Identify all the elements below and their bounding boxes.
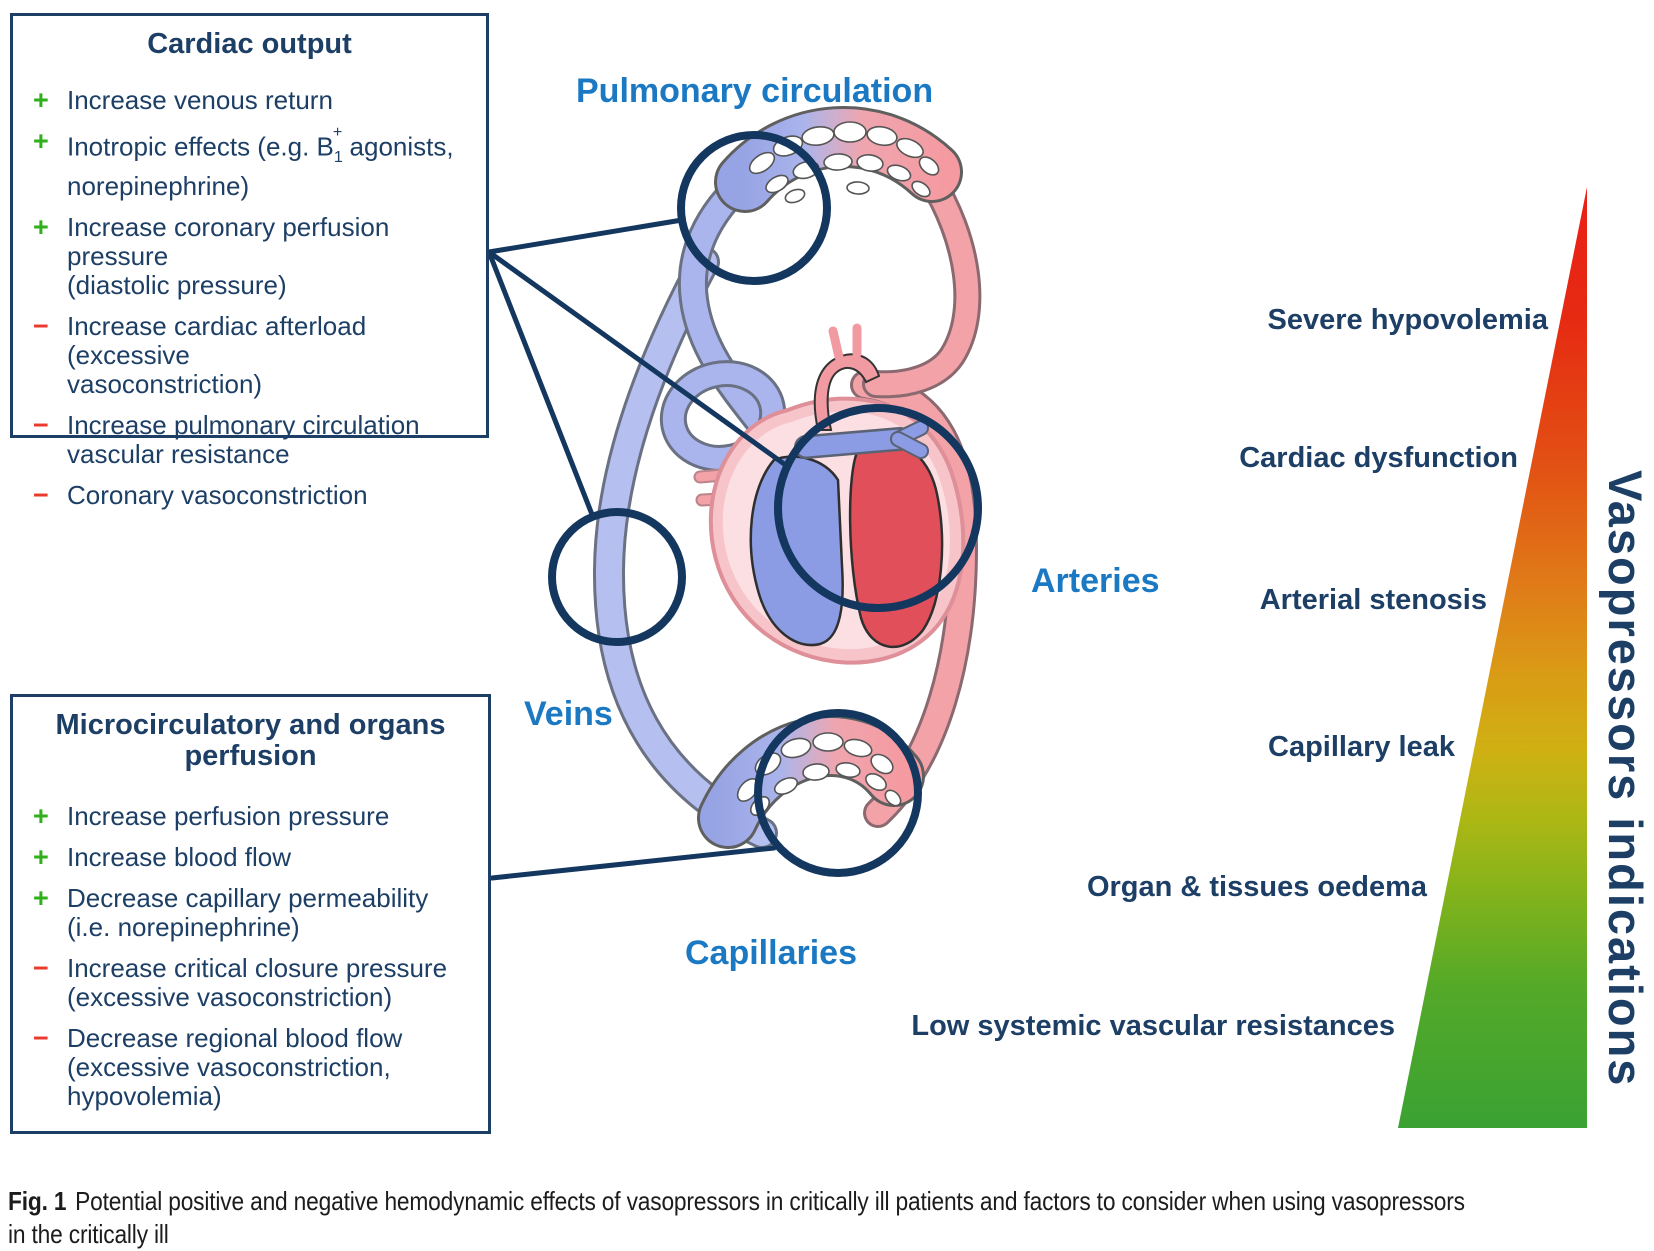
list-item: − Increase pulmonary circulation vascula… (13, 409, 486, 469)
list-item: + Increase perfusion pressure (13, 802, 488, 831)
capillaries-highlight-circle (754, 709, 922, 877)
item-text-part: Inotropic effects (e.g. B (67, 131, 334, 162)
arteries-label: Arteries (1031, 562, 1160, 600)
minus-icon: − (33, 1023, 49, 1053)
plus-icon: + (33, 842, 49, 872)
heart-right-chambers-blue (749, 455, 844, 647)
microcirculation-box: Microcirculatory and organs perfusion + … (10, 694, 491, 1134)
figure: Cardiac output + Increase venous return … (8, 13, 1652, 1249)
highlight-circles (548, 131, 982, 877)
minus-icon: − (33, 310, 49, 341)
beta1-subscript: 1 (333, 147, 343, 166)
cardiac-output-box: Cardiac output + Increase venous return … (10, 13, 489, 509)
list-item: + Increase venous return (13, 86, 486, 115)
item-text: Increase pulmonary circulation vascular … (67, 409, 420, 469)
item-text: Increase blood flow (67, 842, 292, 872)
item-text: Increase cardiac afterload (excessive va… (67, 310, 367, 399)
item-text: Increase venous return (67, 85, 333, 115)
list-item: − Decrease regional blood flow (excessiv… (13, 1024, 488, 1111)
plus-icon: + (33, 126, 49, 156)
aorta-branches (828, 323, 862, 362)
item-text: Increase perfusion pressure (67, 801, 390, 831)
item-text: Coronary vasoconstriction (67, 479, 368, 510)
figure-caption-number: Fig. 1 (8, 1186, 67, 1216)
item-text: Decrease regional blood flow (excessive … (67, 1023, 403, 1111)
scale-label-organ-tissues-oedema: Organ & tissues oedema (1086, 871, 1427, 903)
item-text-part: agonists, (342, 131, 454, 162)
pulmonary-circulation-label: Pulmonary circulation (576, 72, 934, 110)
line-cardiac-to-veins (486, 249, 596, 520)
plus-icon: + (33, 85, 49, 115)
heart-highlight-circle (774, 404, 982, 612)
list-item: + Increase coronary perfusion pressure (… (13, 211, 486, 300)
list-item: − Increase cardiac afterload (excessive … (13, 310, 486, 399)
plus-icon: + (33, 883, 49, 913)
vasopressor-gradient-triangle (1398, 187, 1587, 1128)
veins-label: Veins (524, 695, 613, 733)
vasopressors-indications-vertical-title: Vasopressors indications (1599, 470, 1652, 1088)
pulmonary-artery-vessel (862, 164, 982, 399)
figure-caption-text: Potential positive and negative hemodyna… (8, 1186, 1465, 1249)
lungs-highlight-circle (677, 131, 831, 285)
minus-icon: − (33, 953, 49, 983)
plus-icon: + (33, 211, 49, 242)
circulatory-diagram (486, 106, 1587, 1128)
scale-label-capillary-leak: Capillary leak (1268, 731, 1455, 763)
line-cardiac-to-lungs (486, 217, 685, 255)
aorta-arch (813, 353, 881, 431)
pulmonary-veins-bar (794, 420, 929, 459)
item-text: Inotropic effects (e.g. B1 + agonists, nor… (67, 123, 454, 201)
scale-label-low-svr: Low systemic vascular resistances (911, 1010, 1395, 1042)
scale-label-severe-hypovolemia: Severe hypovolemia (1267, 304, 1548, 336)
microcirculation-items: + Increase perfusion pressure + Increase… (13, 802, 488, 1111)
minus-icon: − (33, 479, 49, 510)
plus-icon: + (33, 801, 49, 831)
lung-capillary-mesh (714, 106, 963, 213)
item-text: Decrease capillary permeability (i.e. no… (67, 883, 429, 942)
cardiac-output-items: + Increase venous return + Inotropic eff… (13, 86, 486, 510)
scale-label-arterial-stenosis: Arterial stenosis (1259, 584, 1487, 616)
capillaries-label: Capillaries (685, 934, 857, 972)
veins-highlight-circle (548, 508, 686, 646)
beta1-superscript: + (332, 123, 343, 142)
minus-icon: − (33, 409, 49, 440)
veins-vessel (592, 246, 778, 849)
item-text-part: norepinephrine) (67, 170, 250, 201)
list-item: + Increase blood flow (13, 843, 488, 872)
heart-left-chambers-red (848, 440, 944, 649)
list-item: + Decrease capillary permeability (i.e. … (13, 884, 488, 942)
item-text: Increase critical closure pressure (exce… (67, 953, 448, 1012)
connector-lines (486, 217, 790, 881)
list-item: + Inotropic effects (e.g. B1 + agonists, n… (13, 123, 486, 201)
list-item: − Increase critical closure pressure (ex… (13, 954, 488, 1012)
cardiac-output-title: Cardiac output (147, 28, 352, 60)
line-micro-to-capillaries (489, 845, 777, 881)
line-cardiac-to-heart (486, 249, 790, 469)
list-item: − Coronary vasoconstriction (13, 479, 486, 510)
scale-label-cardiac-dysfunction: Cardiac dysfunction (1239, 442, 1518, 474)
item-text: Increase coronary perfusion pressure (di… (67, 211, 390, 300)
microcirculation-title: Microcirculatory and organs perfusion (55, 709, 446, 772)
